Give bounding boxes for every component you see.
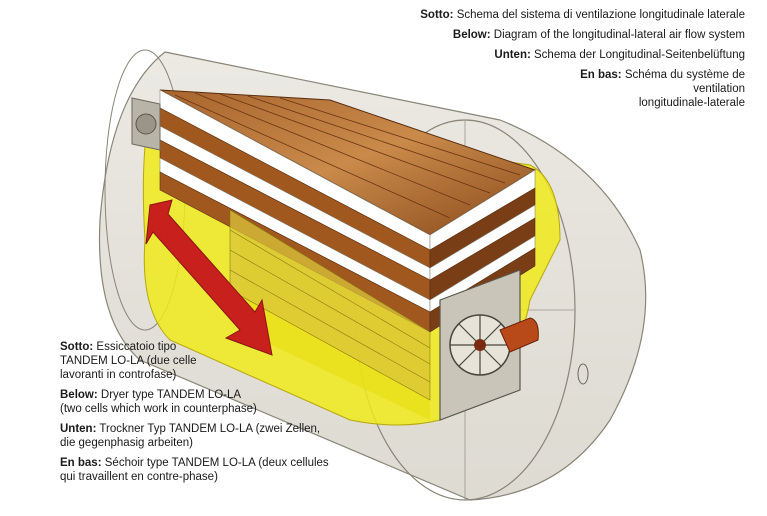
bottom-caption-english: Below: Dryer type TANDEM LO-LA (two cell… <box>60 389 257 415</box>
bottom-caption-french: En bas: Séchoir type TANDEM LO-LA (deux … <box>60 457 329 483</box>
bottom-caption-german: Unten: Trockner Typ TANDEM LO-LA (zwei Z… <box>60 423 321 449</box>
rear-fan-plate <box>131 97 161 151</box>
top-caption-english: Below: Diagram of the longitudinal-later… <box>452 29 745 41</box>
fan-unit <box>439 269 539 421</box>
top-caption: Sotto: Schema del sistema di ventilazion… <box>325 8 745 116</box>
top-caption-german: Unten: Schema der Longitudinal-Seitenbel… <box>494 49 745 61</box>
top-caption-french: En bas: Schéma du système de ventilation… <box>580 69 745 109</box>
air-flow-direction-arrow <box>145 199 273 356</box>
top-caption-italian: Sotto: Schema del sistema di ventilazion… <box>420 9 745 21</box>
timber-stack <box>159 89 537 401</box>
bottom-caption-italian: Sotto: Essiccatoio tipo TANDEM LO-LA (du… <box>60 341 197 381</box>
bottom-caption: Sotto: Essiccatoio tipo TANDEM LO-LA (du… <box>60 340 380 490</box>
